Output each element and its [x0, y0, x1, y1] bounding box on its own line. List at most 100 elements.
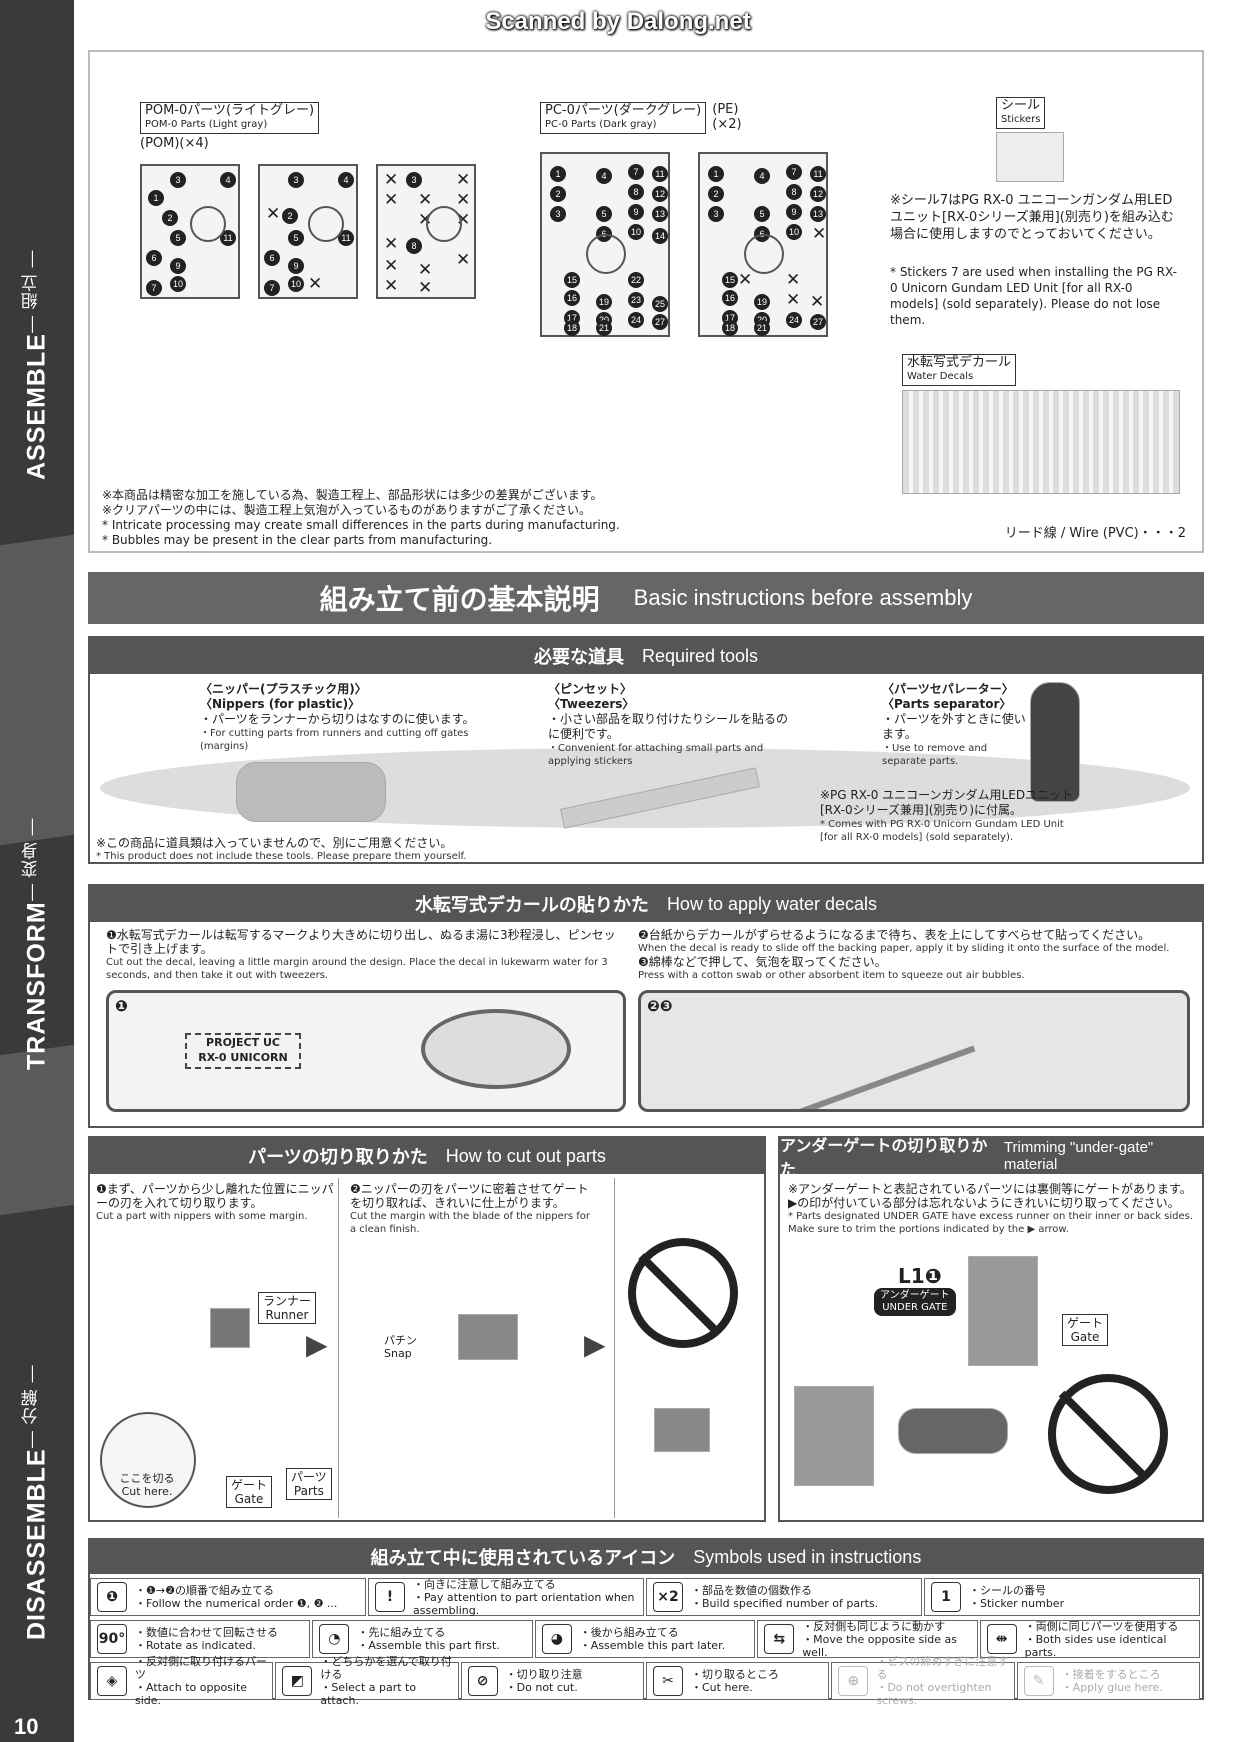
symbol-text: ・数値に合わせて回転させる・Rotate as indicated. — [135, 1626, 278, 1652]
side-label-assemble: ASSEMBLE— 組立 — — [21, 249, 51, 480]
symbol-text: ・両側に同じパーツを使用する・Both sides use identical … — [1024, 1619, 1179, 1659]
water-bowl — [421, 1009, 571, 1089]
symbol-item: ✂ ・切り取るところ・Cut here. — [646, 1662, 830, 1700]
led-note: ※PG RX-0 ユニコーンガンダム用LEDユニット[RX-0シリーズ兼用](別… — [820, 788, 1074, 843]
symbol-icon: ! — [375, 1582, 405, 1612]
cotton-swab — [766, 1045, 976, 1109]
wire-note: リード線 / Wire (PVC)・・・2 — [1004, 526, 1186, 541]
symbol-icon: ⊕ — [838, 1666, 869, 1696]
separator-image — [1030, 682, 1080, 802]
decal-sheet-image — [902, 390, 1180, 494]
decal-header: 水転写式デカールの貼りかた How to apply water decals — [90, 886, 1202, 922]
undergate-cut-illus — [794, 1386, 874, 1486]
tweezers-text: 〈ピンセット〉 〈Tweezers〉 ・小さい部品を取り付けたりシールを貼るのに… — [548, 682, 789, 767]
part-label-l1: L1❶ — [898, 1264, 942, 1288]
cut-step1: ❶まず、パーツから少し離れた位置にニッパーの刃を入れて切り取ります。 Cut a… — [96, 1182, 334, 1222]
cut-step2: ❷ニッパーの刃をパーツに密着させてゲートを切り取れば、きれいに仕上がります。 C… — [350, 1182, 590, 1235]
symbol-text: ・接着をするところ・Apply glue here. — [1061, 1668, 1163, 1694]
pom-runner-3: ✕3✕ ✕✕✕ ✕✕ ✕8✕ ✕✕ ✕✕ — [376, 164, 476, 299]
symbol-item: ◈ ・反対側に取り付けるパーツ・Attach to opposite side. — [90, 1655, 274, 1707]
symbol-text: ・向きに注意して組み立てる・Pay attention to part orie… — [413, 1577, 635, 1617]
symbol-icon: ⊘ — [467, 1666, 498, 1696]
decal-step23: ❷台紙からデカールがずらせるようになるまで待ち、表を上にしてすべらせて貼ってくだ… — [638, 928, 1170, 981]
part-cut-illus — [458, 1314, 518, 1360]
tools-panel: 必要な道具 Required tools 〈ニッパー(プラスチック用)〉 〈Ni… — [88, 636, 1204, 864]
symbol-text: ・部品を数値の個数作る・Build specified number of pa… — [691, 1584, 879, 1610]
pc-label: PC-0パーツ(ダークグレー)PC-0 Parts (Dark gray) (P… — [540, 102, 742, 134]
decal-panel: 水転写式デカールの貼りかた How to apply water decals … — [88, 884, 1204, 1128]
cut-header: パーツの切り取りかた How to cut out parts — [90, 1138, 764, 1174]
symbol-icon: ×2 — [653, 1582, 683, 1612]
scan-credit: Scanned by Dalong.net — [485, 8, 751, 35]
symbol-item: 1 ・シールの番号・Sticker number — [924, 1578, 1200, 1616]
symbol-item: ◩・どちらかを選んで取り付ける・Select a part to attach. — [275, 1655, 459, 1707]
symbol-item: ⊘ ・切り取り注意・Do not cut. — [460, 1662, 644, 1700]
symbol-icon: ⇆ — [764, 1624, 795, 1654]
symbol-icon: ✎ — [1023, 1666, 1054, 1696]
symbol-text: ・先に組み立てる・Assemble this part first. — [357, 1626, 500, 1652]
undergate-header: アンダーゲートの切り取りかた Trimming "under-gate" mat… — [780, 1138, 1202, 1179]
symbol-text: ・シールの番号・Sticker number — [969, 1584, 1065, 1610]
undergate-part-illus — [968, 1256, 1038, 1366]
side-stripe — [0, 1044, 74, 1216]
part-illus — [210, 1308, 250, 1348]
side-label-transform: TRANSFORM— 変身 — — [21, 817, 51, 1070]
symbol-icon: ✂ — [653, 1666, 683, 1696]
symbol-icon: ◕ — [541, 1624, 572, 1654]
separator-text: 〈パーツセパレーター〉 〈Parts separator〉 ・パーツを外すときに… — [882, 682, 1026, 767]
decal-illus-23: ❷❸ — [638, 990, 1190, 1112]
side-band: ASSEMBLE— 組立 — TRANSFORM— 変身 — DISASSEMB… — [0, 0, 74, 1742]
undergate-nippers-illus — [898, 1408, 1008, 1454]
symbol-item: ✎ ・接着をするところ・Apply glue here. — [1016, 1662, 1200, 1700]
symbol-text: ・切り取り注意・Do not cut. — [505, 1668, 583, 1694]
symbols-panel: 組み立て中に使用されているアイコン Symbols used in instru… — [88, 1538, 1204, 1707]
undergate-no-icon — [1048, 1374, 1168, 1494]
symbol-item: ! ・向きに注意して組み立てる・Pay attention to part ori… — [368, 1577, 644, 1617]
decal-step1: ❶水転写式デカールは転写するマークより大きめに切り出し、ぬるま湯に3秒程浸し、ピ… — [106, 928, 616, 981]
symbol-text: ・❶→❷の順番で組み立てる・Follow the numerical order… — [135, 1584, 338, 1610]
symbols-header: 組み立て中に使用されているアイコン Symbols used in instru… — [90, 1540, 1202, 1574]
symbol-icon: ⇹ — [986, 1624, 1017, 1654]
tools-note: ※この商品に道具類は入っていませんので、別にご用意ください。 * This pr… — [96, 836, 467, 862]
symbol-item: ⇹・両側に同じパーツを使用する・Both sides use identical… — [979, 1619, 1200, 1659]
symbol-text: ・反対側に取り付けるパーツ・Attach to opposite side. — [135, 1655, 267, 1707]
arrow-icon: ▶ — [306, 1328, 328, 1361]
symbol-icon: ◈ — [97, 1666, 127, 1696]
nippers-text: 〈ニッパー(プラスチック用)〉 〈Nippers (for plastic)〉 … — [200, 682, 475, 752]
symbol-icon: ◔ — [319, 1624, 350, 1654]
symbol-text: ・切り取るところ・Cut here. — [691, 1668, 779, 1694]
nippers-image — [236, 762, 386, 822]
undergate-desc: ※アンダーゲートと表記されているパーツには裏側等にゲートがあります。▶の印が付い… — [788, 1182, 1194, 1235]
symbol-item: ❶・❶→❷の順番で組み立てる・Follow the numerical orde… — [90, 1578, 366, 1616]
side-label-disassemble: DISASSEMBLE— 分解 — — [21, 1364, 51, 1640]
symbol-icon: 1 — [931, 1582, 961, 1612]
symbol-text: ・ビスの締めすぎに注意する・Do not overtighten screws. — [876, 1655, 1009, 1707]
tools-header: 必要な道具 Required tools — [90, 638, 1202, 674]
undergate-panel: アンダーゲートの切り取りかた Trimming "under-gate" mat… — [778, 1136, 1204, 1522]
parts-panel: POM-0パーツ(ライトグレー)POM-0 Parts (Light gray)… — [88, 50, 1204, 553]
manufacturing-notes: ※本商品は精密な加工を施している為、製造工程上、部品形状には多少の差異がございま… — [102, 488, 620, 547]
cut-panel: パーツの切り取りかた How to cut out parts ❶まず、パーツか… — [88, 1136, 766, 1522]
symbol-icon: ◩ — [282, 1666, 313, 1696]
pom-label: POM-0パーツ(ライトグレー)POM-0 Parts (Light gray)… — [140, 102, 320, 151]
symbol-text: ・反対側も同じように動かす・Move the opposite side as … — [802, 1619, 958, 1659]
sticker-note-jp: ※シール7はPG RX-0 ユニコーンガンダム用LEDユニット[RX-0シリーズ… — [890, 193, 1174, 242]
symbol-text: ・後から組み立てる・Assemble this part later. — [579, 1626, 726, 1652]
sticker-note-en: * Stickers 7 are used when installing th… — [890, 265, 1177, 327]
symbol-item: ◔ ・先に組み立てる・Assemble this part first. — [312, 1620, 533, 1658]
arrow-icon: ▶ — [584, 1328, 606, 1361]
symbol-icon: 90° — [97, 1624, 127, 1654]
